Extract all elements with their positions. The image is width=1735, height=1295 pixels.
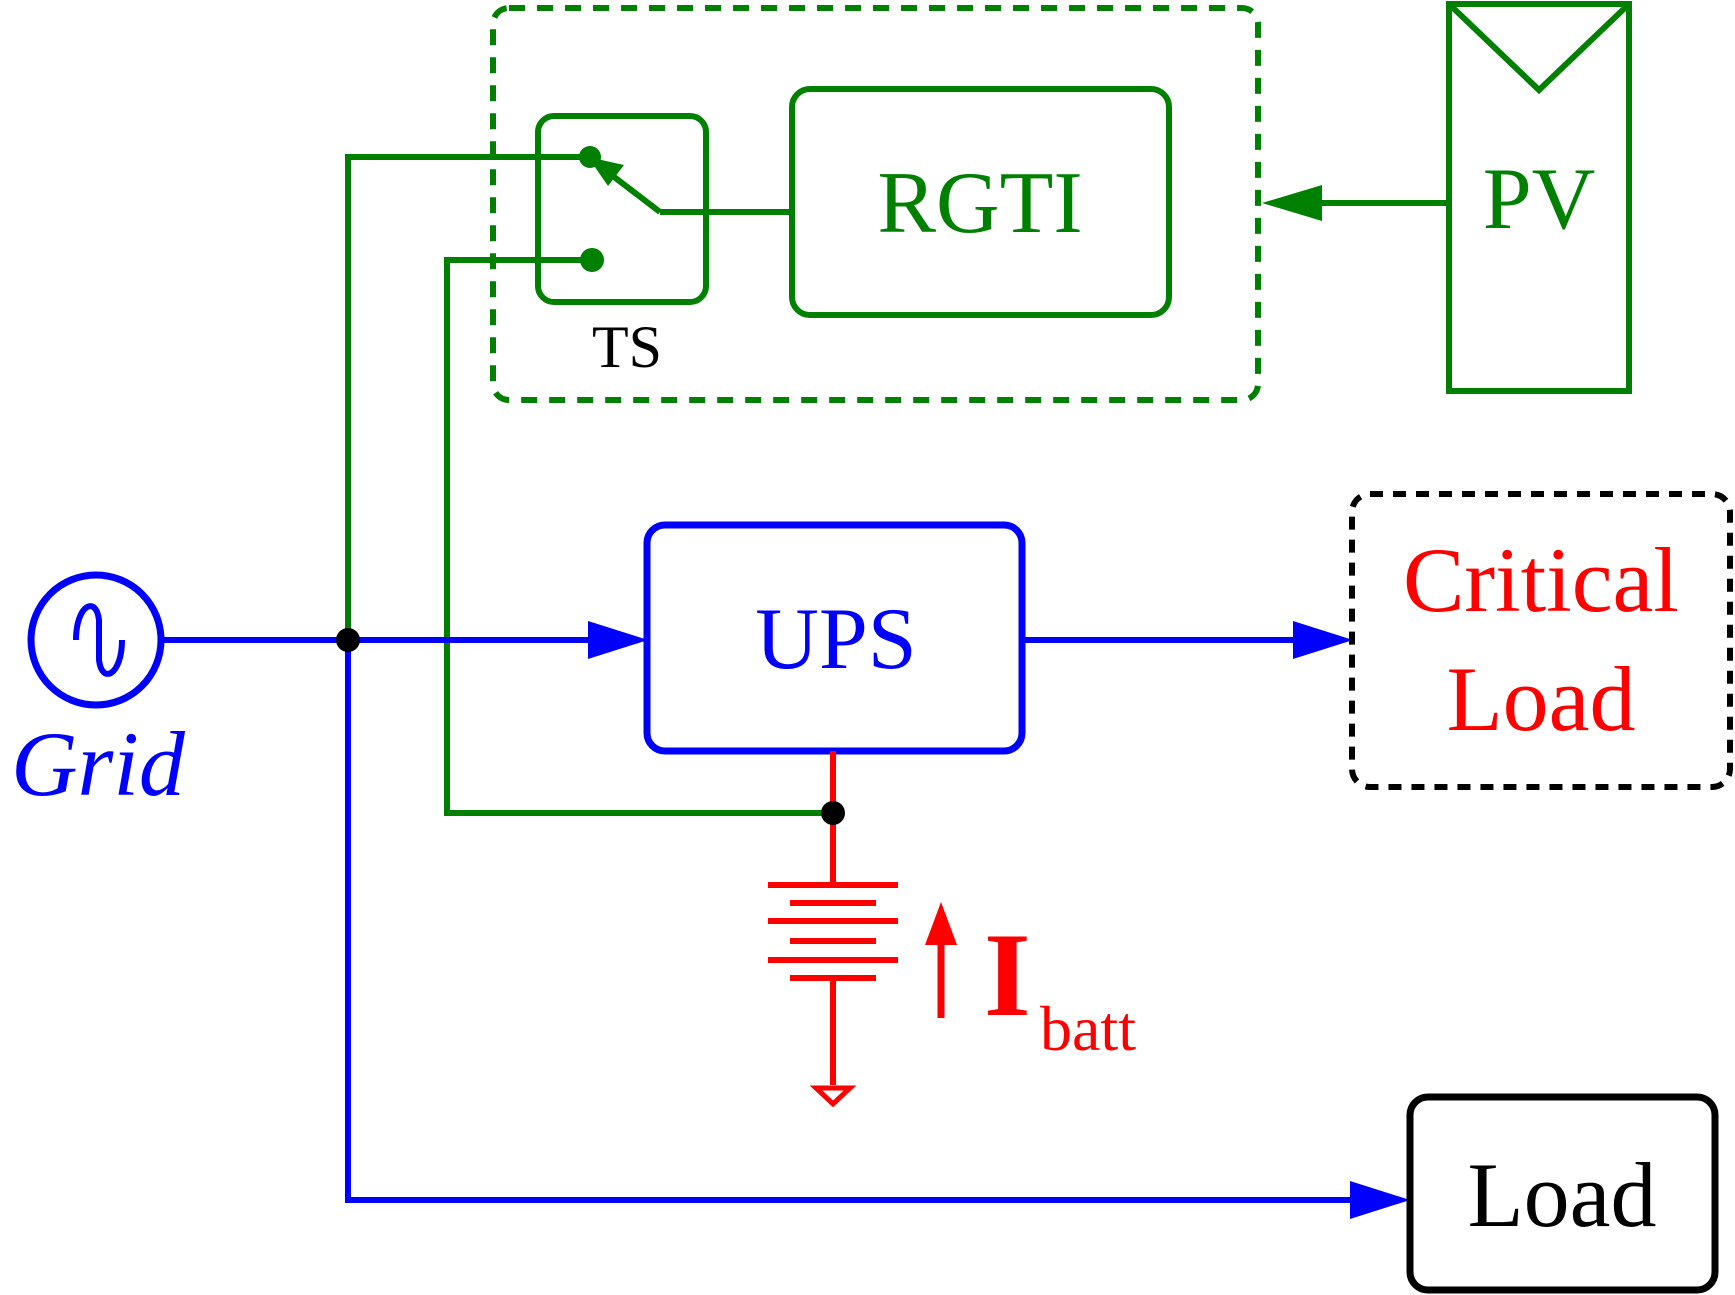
grid-to-load-arrowhead [1350,1181,1410,1219]
battery-branch [768,751,898,1108]
load-label: Load [1467,1144,1656,1246]
grid-source [27,571,165,709]
grid-to-load-line [345,640,1370,1203]
rgti-box [789,86,1172,318]
ibatt-subscript: batt [1040,993,1136,1064]
ts-to-battery-wire [444,257,833,816]
ibatt-label: I [984,908,1031,1041]
load-box [1406,1093,1719,1294]
grid-label: Grid [11,713,186,815]
ups-label: UPS [755,591,916,688]
ibatt-arrow [925,902,957,1018]
critical-load-label-line1: Critical [1403,529,1679,631]
critical-load-label-line2: Load [1446,648,1635,750]
grid-to-ups-arrowhead [588,621,648,659]
battery-junction [821,801,845,825]
pv-label: PV [1483,151,1596,248]
ts-label: TS [592,314,662,380]
grid-junction [336,628,360,652]
critical-load-box [1349,491,1733,790]
ups-to-critical-arrowhead [1293,621,1353,659]
ibatt-main: I [984,908,1031,1041]
ts-to-grid-wire [345,154,590,640]
transfer-switch [579,146,792,272]
rgti-enclosure [490,5,1261,403]
sine-icon [73,603,125,677]
pv-to-rgti-arrow [1262,185,1449,221]
ground-icon [809,1085,857,1108]
rgti-label: RGTI [877,155,1082,252]
pv-module: PV [1446,1,1632,394]
